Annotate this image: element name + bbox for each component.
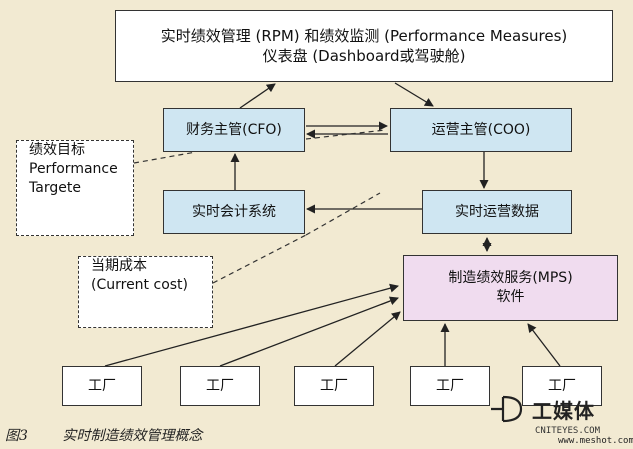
factory-box-1: 工厂 bbox=[62, 366, 142, 406]
arrow-factory-5-to-mps bbox=[527, 323, 561, 367]
mps-line2: 软件 bbox=[496, 289, 525, 305]
arrow-cfo-to-dashboard bbox=[239, 83, 276, 109]
factory-box-3: 工厂 bbox=[294, 366, 374, 406]
figure-caption: 图3 实时制造绩效管理概念 bbox=[5, 425, 202, 445]
accounting-system-box: 实时会计系统 bbox=[163, 190, 305, 234]
cost-line1: 当期成本 bbox=[91, 258, 147, 274]
current-cost-note: 当期成本 (Current cost) bbox=[78, 256, 213, 328]
factory-box-2: 工厂 bbox=[180, 366, 260, 406]
factory-box-4: 工厂 bbox=[410, 366, 490, 406]
rpm-dashboard-line2: 仪表盘 (Dashboard或驾驶舱) bbox=[262, 47, 466, 65]
watermark-title: 工媒体 bbox=[532, 399, 595, 423]
dashed-cost-to-ops bbox=[305, 192, 381, 236]
dashed-kpi-to-cfo bbox=[133, 151, 197, 164]
kpi-line2: Performance bbox=[29, 160, 118, 177]
factory-box-5: 工厂 bbox=[522, 366, 602, 406]
figure-title: 实时制造绩效管理概念 bbox=[62, 428, 203, 444]
watermark-domain: www.meshot.com bbox=[558, 436, 633, 446]
kpi-line3: Targete bbox=[29, 179, 81, 196]
mps-line1: 制造绩效服务(MPS) bbox=[448, 270, 573, 287]
cost-line2: (Current cost) bbox=[91, 276, 189, 293]
cfo-box: 财务主管(CFO) bbox=[163, 108, 305, 152]
dashed-kpi-to-coo bbox=[305, 129, 386, 140]
arrow-dashboard-to-coo bbox=[394, 82, 434, 107]
figure-number: 图3 bbox=[5, 428, 28, 444]
coo-box: 运营主管(COO) bbox=[390, 108, 572, 152]
watermark-site: CNITEYES.COM bbox=[535, 426, 601, 436]
mps-software-box: 制造绩效服务(MPS) 软件 bbox=[403, 255, 618, 321]
performance-targets-note: 绩效目标 Performance Targete bbox=[16, 140, 134, 236]
rpm-dashboard-line1: 实时绩效管理 (RPM) 和绩效监测 (Performance Measures… bbox=[160, 26, 568, 45]
kpi-line1: 绩效目标 bbox=[29, 142, 85, 158]
dashed-cost-to-accounting bbox=[212, 234, 307, 284]
watermark-logo-icon bbox=[491, 395, 523, 423]
rpm-dashboard-box: 实时绩效管理 (RPM) 和绩效监测 (Performance Measures… bbox=[115, 10, 613, 82]
arrow-factory-1-to-mps bbox=[104, 283, 399, 367]
arrow-factory-3-to-mps bbox=[334, 311, 401, 367]
operations-data-box: 实时运营数据 bbox=[422, 190, 572, 234]
arrow-factory-2-to-mps bbox=[219, 296, 399, 367]
